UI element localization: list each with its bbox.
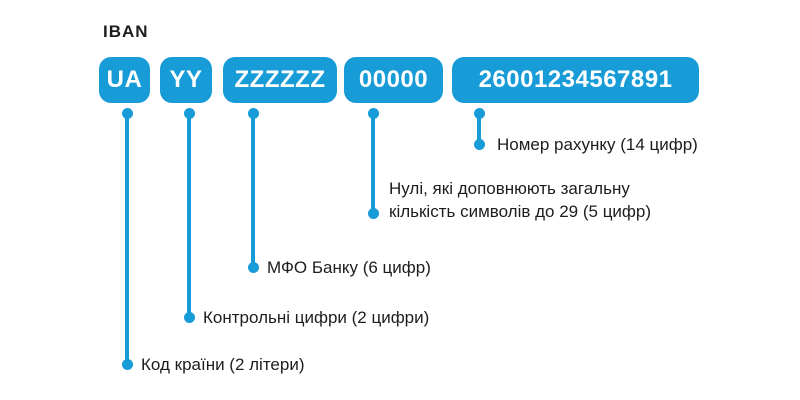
segment-label-check-digits: Контрольні цифри (2 цифри) — [203, 308, 430, 328]
connector-line-country-code — [121, 108, 133, 370]
connector-line-padding-zeros — [367, 108, 379, 219]
segment-label-account-number: Номер рахунку (14 цифр) — [497, 135, 698, 155]
connector-line-account-number — [473, 108, 485, 150]
segment-box-check-digits: YY — [160, 57, 212, 103]
segment-label-country-code: Код країни (2 літери) — [141, 355, 305, 375]
segment-box-padding-zeros: 00000 — [344, 57, 443, 103]
segment-label-bank-mfo: МФО Банку (6 цифр) — [267, 258, 431, 278]
connector-line-check-digits — [183, 108, 195, 323]
segment-box-country-code: UA — [99, 57, 150, 103]
connector-line-bank-mfo — [247, 108, 259, 273]
diagram-title: IBAN — [103, 22, 149, 41]
segment-box-bank-mfo: ZZZZZZ — [223, 57, 337, 103]
segment-label-padding-zeros: Нулі, які доповнюють загальну кількість … — [389, 179, 652, 221]
segment-box-account-number: 26001234567891 — [452, 57, 699, 103]
